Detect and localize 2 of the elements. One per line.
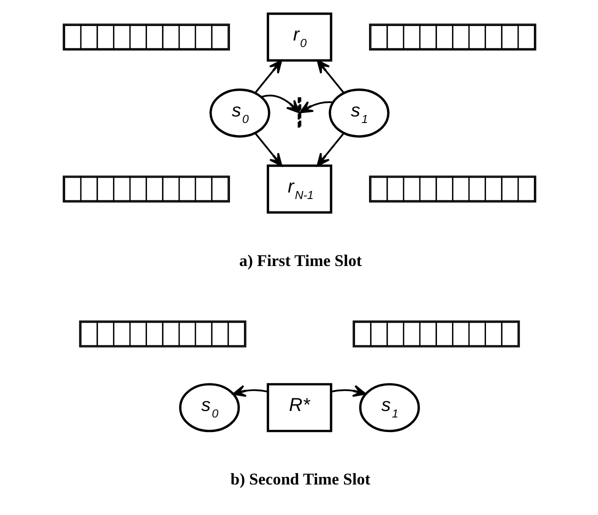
label: b) Second Time Slot bbox=[230, 468, 370, 488]
label: a) First Time Slot bbox=[238, 250, 362, 270]
